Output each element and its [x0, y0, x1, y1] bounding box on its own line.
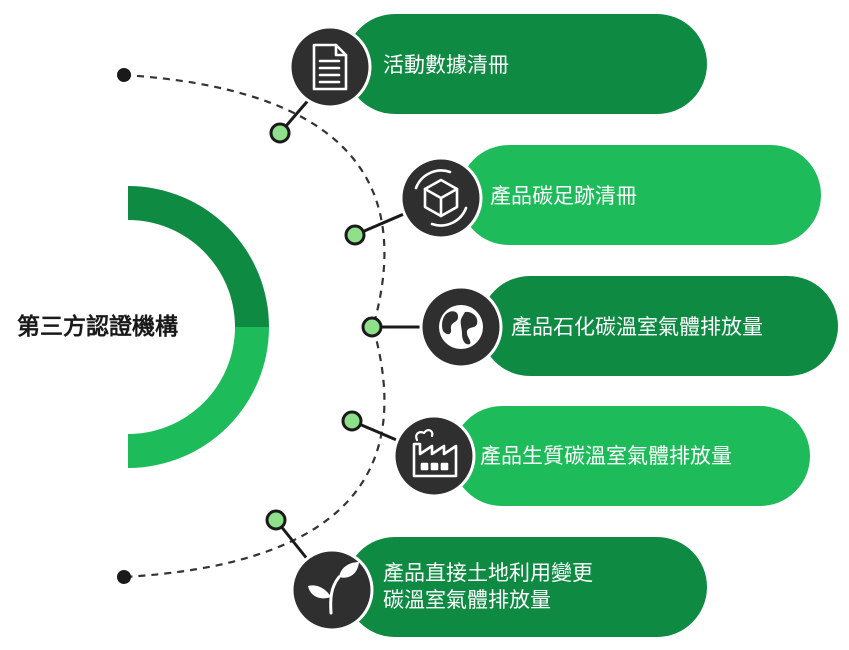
item-1: 活動數據清冊	[269, 14, 707, 144]
node-1	[269, 122, 291, 144]
item-3: 產品石化碳溫室氣體排放量	[361, 276, 838, 376]
item-3-label: 產品石化碳溫室氣體排放量	[511, 315, 763, 339]
pill-3	[480, 276, 838, 376]
item-2: 產品碳足跡清冊	[344, 145, 821, 246]
node-2	[344, 224, 366, 246]
item-5-label-line-2: 碳溫室氣體排放量	[383, 588, 551, 612]
item-4: 產品生質碳溫室氣體排放量	[341, 406, 810, 506]
center-label: 第三方認證機構	[17, 313, 178, 340]
node-3	[361, 316, 383, 338]
item-2-label-line-1: 產品碳足跡清冊	[490, 184, 637, 208]
pill-4	[452, 406, 810, 506]
icon-circle-4	[392, 414, 476, 498]
document-list-icon	[312, 43, 348, 91]
item-3-label-line-1: 產品石化碳溫室氣體排放量	[511, 315, 763, 339]
globe-icon	[439, 305, 483, 349]
recycle-box-icon	[414, 169, 468, 227]
item-5-label: 產品直接土地利用變更 碳溫室氣體排放量	[383, 561, 600, 612]
item-2-label: 產品碳足跡清冊	[490, 184, 637, 208]
item-1-label: 活動數據清冊	[383, 53, 509, 77]
pill-5	[345, 537, 707, 637]
node-4	[341, 410, 363, 432]
item-5: 產品直接土地利用變更 碳溫室氣體排放量	[265, 509, 707, 637]
item-4-label: 產品生質碳溫室氣體排放量	[480, 444, 732, 468]
item-5-label-line-1: 產品直接土地利用變更	[383, 561, 593, 585]
item-1-label-line-1: 活動數據清冊	[383, 53, 509, 77]
factory-icon	[412, 429, 458, 478]
arc-endpoint-top	[117, 68, 131, 82]
half-ring-top	[128, 186, 269, 327]
half-ring-bottom	[128, 327, 269, 468]
arc-endpoint-bottom	[117, 570, 131, 584]
center-half-ring	[128, 186, 269, 468]
item-4-label-line-1: 產品生質碳溫室氣體排放量	[480, 444, 732, 468]
leaf-sprout-icon	[308, 562, 359, 615]
pill-1	[345, 14, 707, 114]
pill-2	[459, 145, 821, 245]
node-5	[265, 509, 287, 531]
